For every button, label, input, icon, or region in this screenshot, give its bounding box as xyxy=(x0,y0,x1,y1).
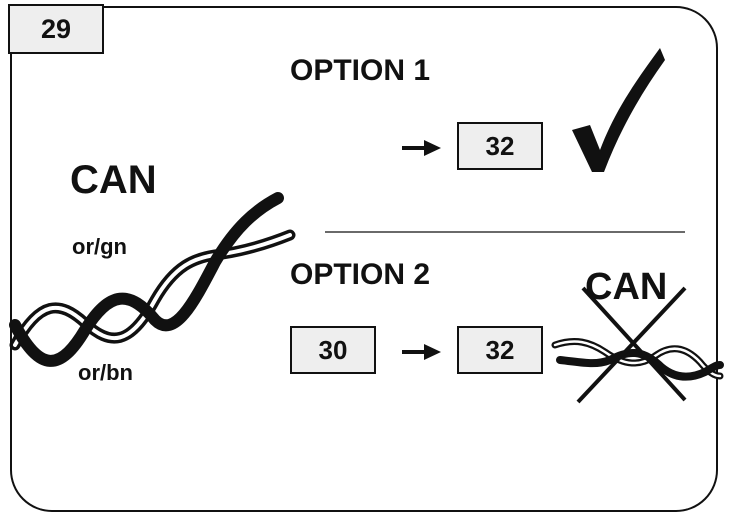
crossed-can-label: CAN xyxy=(585,266,668,308)
arrow-right-icon xyxy=(402,344,441,360)
step-number-box: 29 xyxy=(8,4,104,54)
option1-terminal-box: 32 xyxy=(457,122,543,170)
twisted-pair-wire-icon xyxy=(551,338,724,381)
wire-label-top: or/gn xyxy=(72,234,127,259)
twisted-pair-wire-icon xyxy=(9,192,296,367)
can-title: CAN xyxy=(70,158,157,202)
arrow-right-icon xyxy=(402,140,441,156)
wire-label-bottom: or/bn xyxy=(78,360,133,385)
cross-out-icon xyxy=(576,286,687,404)
option1-title: OPTION 1 xyxy=(290,54,431,87)
checkmark-icon xyxy=(572,48,665,172)
option2-source-box: 30 xyxy=(290,326,376,374)
option2-title: OPTION 2 xyxy=(290,258,431,291)
diagram-frame xyxy=(10,6,718,512)
option2-target-box: 32 xyxy=(457,326,543,374)
